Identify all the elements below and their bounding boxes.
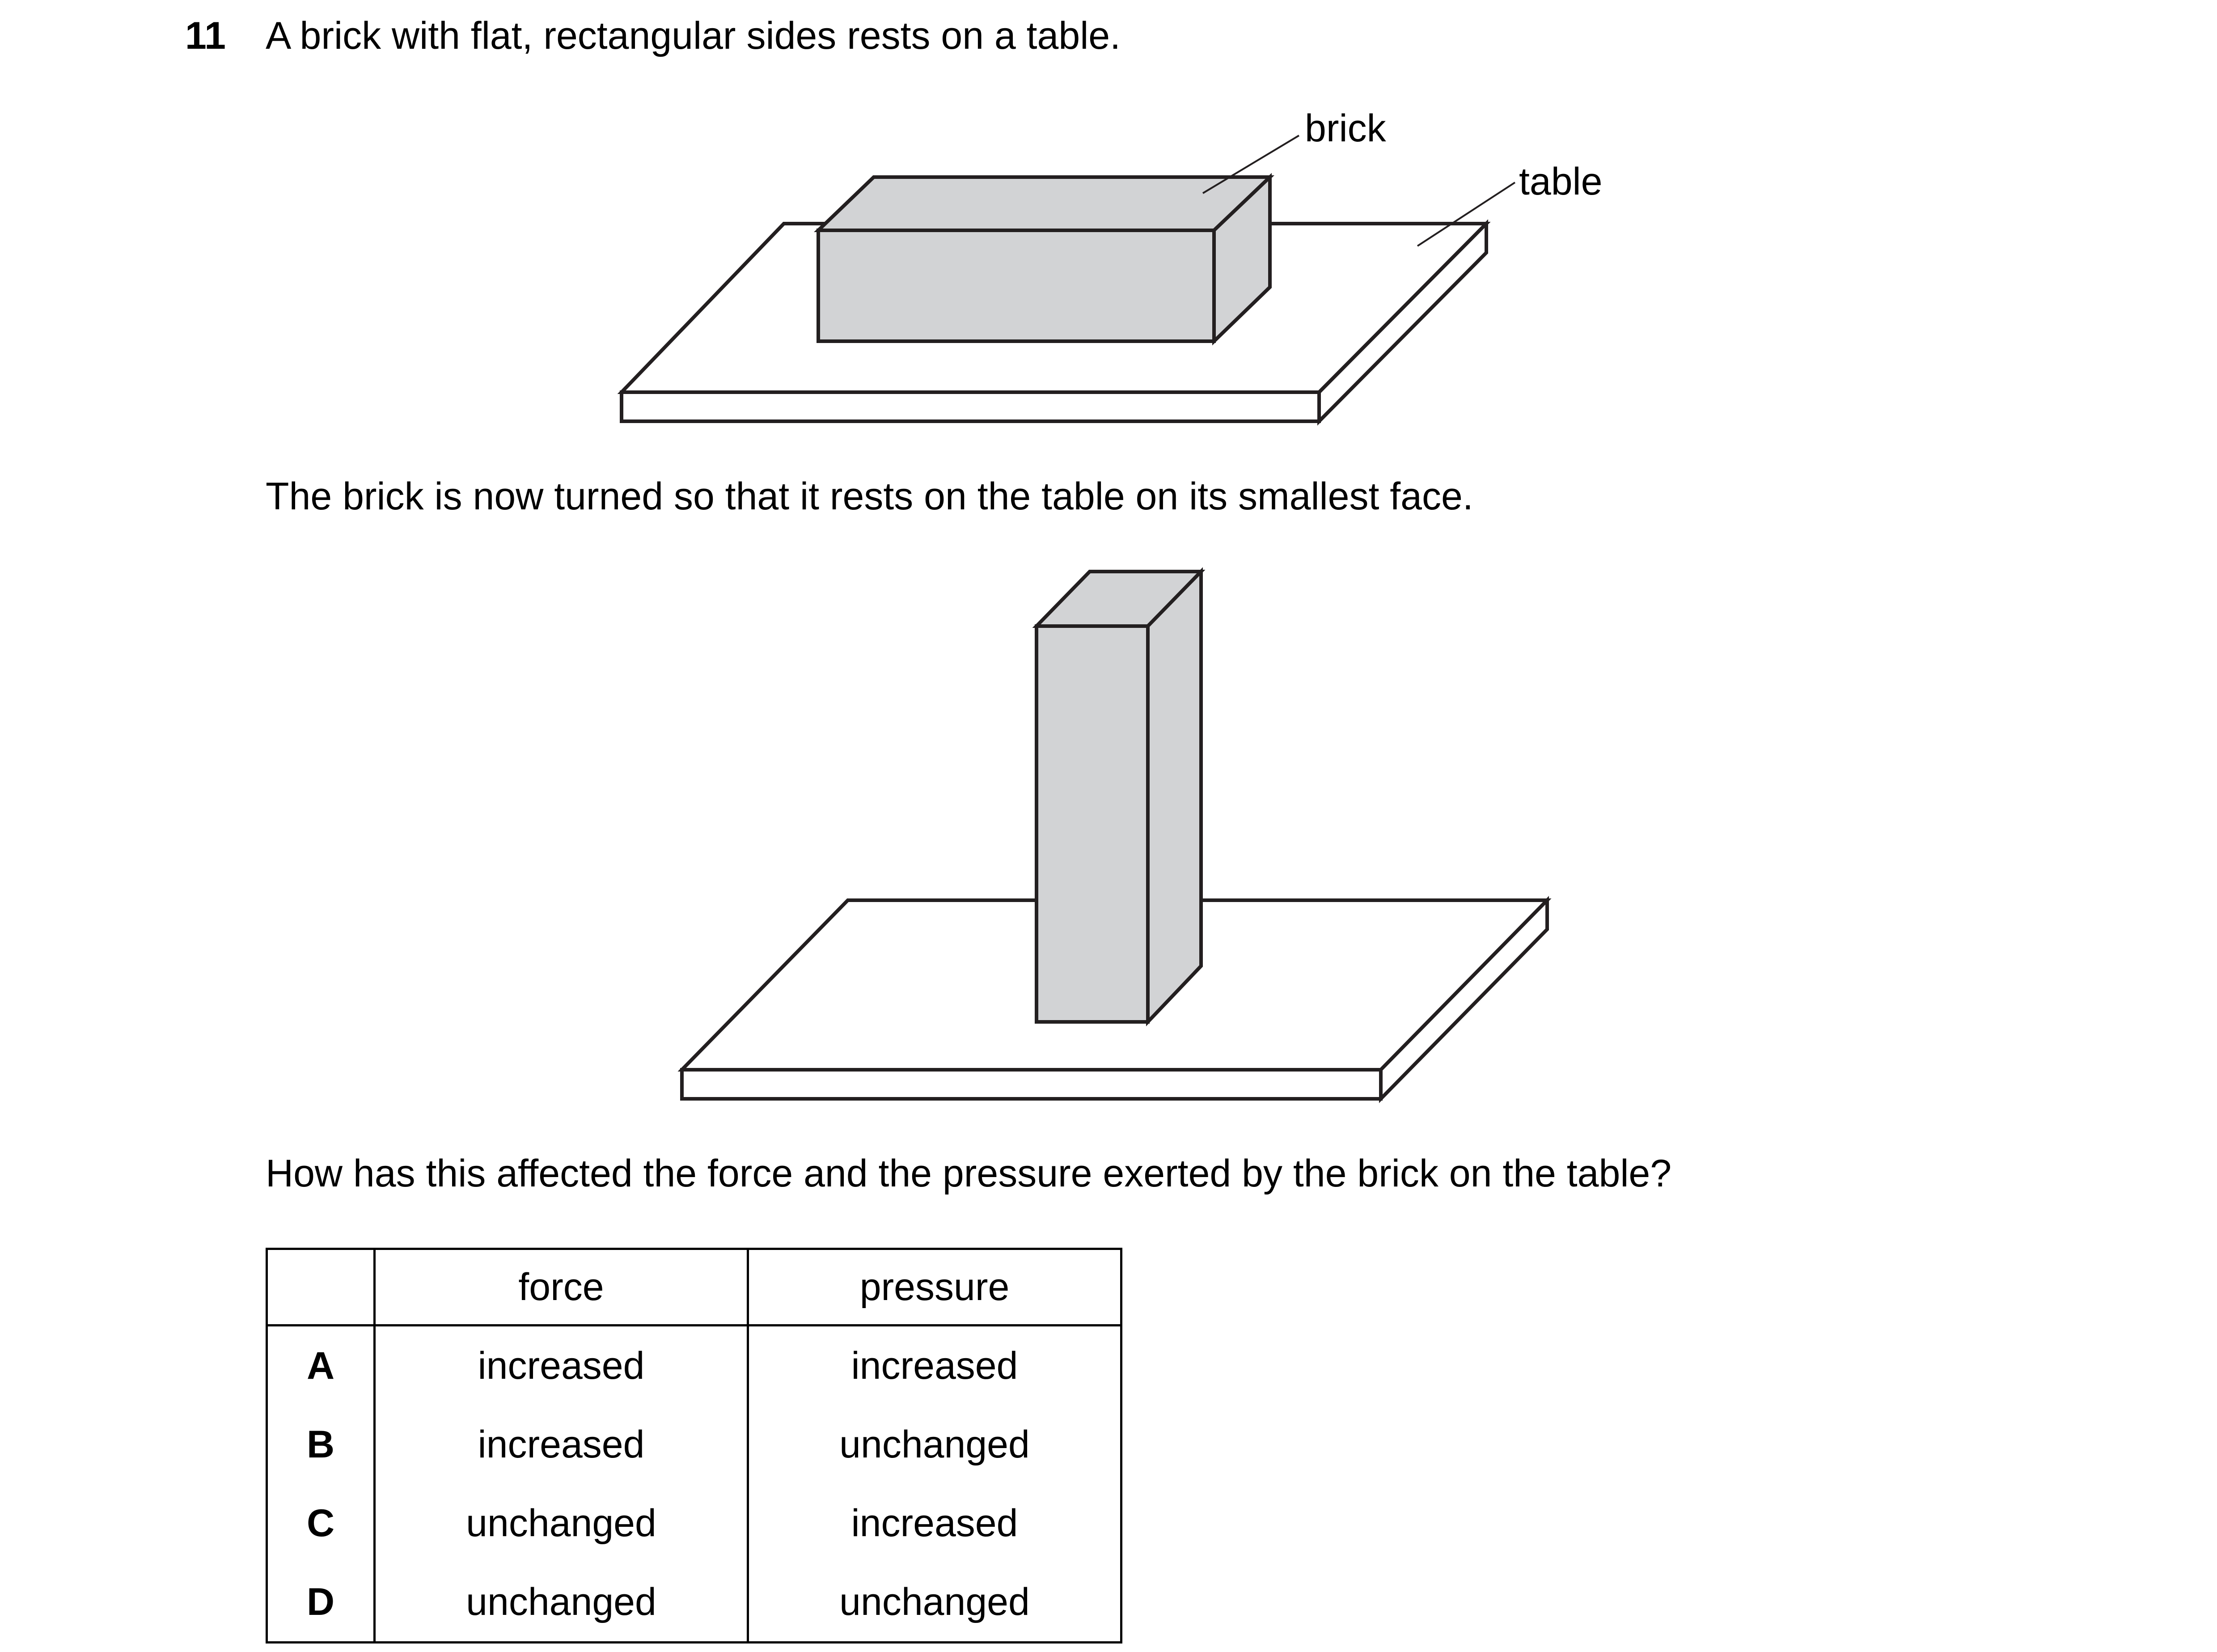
answer-options-table: force pressure A increased increased B i… — [266, 1248, 1122, 1644]
table-leader-line — [1417, 182, 1516, 247]
option-row-a: A increased increased — [266, 1325, 1122, 1405]
option-force: unchanged — [373, 1484, 749, 1563]
header-letter-cell — [266, 1248, 376, 1326]
table-2-front — [680, 1068, 1383, 1101]
option-letter: D — [266, 1563, 376, 1644]
option-pressure: increased — [747, 1325, 1122, 1405]
table-1-front — [620, 390, 1321, 423]
header-force: force — [373, 1248, 749, 1326]
question-intro: A brick with flat, rectangular sides res… — [266, 14, 1121, 57]
table-header-row: force pressure — [266, 1248, 1122, 1326]
question-middle-text: The brick is now turned so that it rests… — [266, 475, 1473, 518]
option-pressure: unchanged — [747, 1563, 1122, 1644]
option-pressure: increased — [747, 1484, 1122, 1563]
option-force: unchanged — [373, 1563, 749, 1644]
option-row-d: D unchanged unchanged — [266, 1563, 1122, 1644]
brick-label: brick — [1305, 107, 1387, 150]
option-force: increased — [373, 1325, 749, 1405]
question-prompt: How has this affected the force and the … — [266, 1152, 1672, 1195]
header-pressure: pressure — [747, 1248, 1122, 1326]
figure-brick-flat: brick table — [617, 107, 1603, 426]
brick-2-front — [1035, 624, 1150, 1024]
table-label: table — [1519, 160, 1603, 203]
option-row-c: C unchanged increased — [266, 1484, 1122, 1563]
brick-1-side — [1212, 173, 1272, 346]
brick-2 — [1032, 567, 1206, 1027]
brick-2-side — [1146, 567, 1203, 1027]
question-number: 11 — [185, 14, 226, 57]
brick-1 — [814, 173, 1275, 346]
figure-brick-upright — [677, 567, 1552, 1103]
option-letter: C — [266, 1484, 376, 1563]
option-row-b: B increased unchanged — [266, 1405, 1122, 1484]
table-1-side — [1317, 219, 1488, 426]
option-force: increased — [373, 1405, 749, 1484]
option-pressure: unchanged — [747, 1405, 1122, 1484]
brick-leader-line — [1202, 135, 1300, 194]
brick-1-top — [814, 175, 1275, 232]
brick-1-front — [817, 229, 1216, 343]
option-letter: B — [266, 1405, 376, 1484]
option-letter: A — [266, 1325, 376, 1405]
table-2-side — [1379, 896, 1549, 1103]
